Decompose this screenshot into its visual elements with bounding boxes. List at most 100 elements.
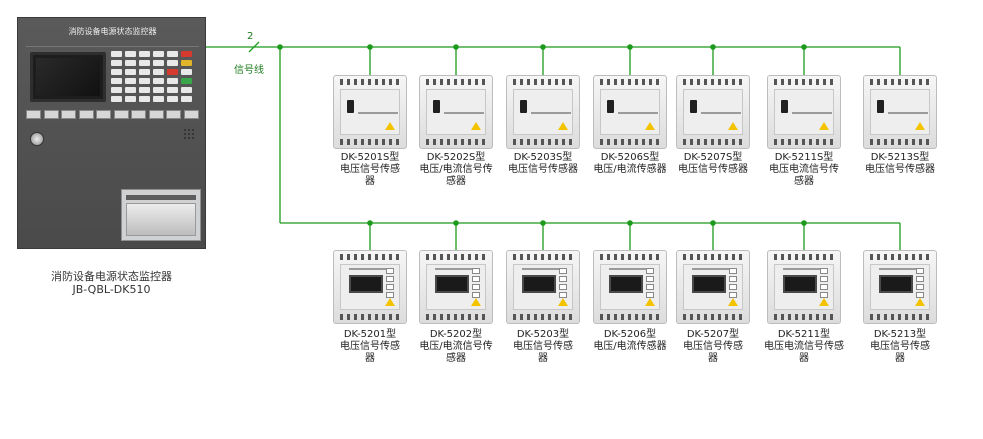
device-button — [386, 276, 394, 282]
status-indicator — [166, 110, 181, 119]
warning-icon — [819, 122, 829, 130]
keypad-key — [125, 60, 136, 66]
keypad-key — [153, 78, 164, 84]
sensor-module-top — [593, 75, 667, 149]
device-desc-line1: 电压信号传感器 — [663, 164, 763, 176]
warning-icon — [728, 298, 738, 306]
keypad-key — [181, 87, 192, 93]
status-indicator — [149, 110, 164, 119]
key-lock-icon — [30, 132, 44, 146]
device-button — [559, 268, 567, 274]
device-model: DK-5213S型 — [850, 152, 950, 164]
warning-icon — [915, 122, 925, 130]
power-switch-icon — [690, 100, 697, 113]
keypad-key — [125, 69, 136, 75]
device-button — [646, 284, 654, 290]
keypad-key — [111, 96, 122, 102]
device-label: DK-5211型电压电流信号传感器 — [754, 329, 854, 365]
keypad-key — [125, 96, 136, 102]
device-button — [559, 284, 567, 290]
sensor-module-top — [863, 75, 937, 149]
bus-label: 信号线 — [234, 61, 264, 76]
sensor-module-bottom — [676, 250, 750, 324]
keypad-key — [111, 69, 122, 75]
sensor-module-bottom — [333, 250, 407, 324]
device-desc-line2: 器 — [850, 353, 950, 365]
device-label: DK-5213S型电压信号传感器 — [850, 152, 950, 176]
device-button — [646, 276, 654, 282]
panel-keypad — [111, 51, 199, 106]
bus-junction-dot — [367, 220, 373, 226]
power-switch-icon — [520, 100, 527, 113]
power-switch-icon — [347, 100, 354, 113]
device-button — [472, 284, 480, 290]
sensor-module-top — [676, 75, 750, 149]
status-indicator — [96, 110, 111, 119]
power-switch-icon — [877, 100, 884, 113]
device-desc-line1: 电压/电流信号传 — [406, 341, 506, 353]
device-desc-line1: 电压电流信号传 — [754, 164, 854, 176]
device-desc-line1: 电压信号传感器 — [493, 164, 593, 176]
bus-junction-dot — [453, 220, 459, 226]
device-label: DK-5201S型电压信号传感器 — [320, 152, 420, 188]
warning-icon — [471, 122, 481, 130]
keypad-key — [139, 60, 150, 66]
warning-icon — [645, 122, 655, 130]
device-button — [386, 268, 394, 274]
device-label: DK-5203型电压信号传感器 — [493, 329, 593, 365]
keypad-key — [167, 78, 178, 84]
device-button — [916, 268, 924, 274]
status-indicator — [184, 110, 199, 119]
warning-icon — [645, 298, 655, 306]
warning-icon — [558, 298, 568, 306]
keypad-key — [181, 69, 192, 75]
device-model: DK-5203S型 — [493, 152, 593, 164]
controller-model: JB-QBL-DK510 — [17, 283, 206, 296]
device-lcd — [783, 275, 817, 293]
keypad-key — [111, 60, 122, 66]
keypad-key — [139, 78, 150, 84]
sensor-module-bottom — [863, 250, 937, 324]
keypad-key — [139, 69, 150, 75]
device-desc-line1: 电压电流信号传感 — [754, 341, 854, 353]
device-button — [729, 276, 737, 282]
keypad-key — [181, 96, 192, 102]
status-indicator — [131, 110, 146, 119]
printer-cover — [126, 203, 196, 236]
speaker-grille-icon — [184, 129, 194, 139]
device-label: DK-5202型电压/电流信号传感器 — [406, 329, 506, 365]
warning-icon — [385, 298, 395, 306]
bus-junction-dot — [801, 44, 807, 50]
device-desc-line2: 器 — [493, 353, 593, 365]
bus-junction-dot — [540, 220, 546, 226]
keypad-key — [181, 60, 192, 66]
device-button — [559, 276, 567, 282]
device-model: DK-5213型 — [850, 329, 950, 341]
bus-junction-dot — [453, 44, 459, 50]
device-desc-line2: 感器 — [754, 176, 854, 188]
power-switch-icon — [433, 100, 440, 113]
sensor-module-bottom — [506, 250, 580, 324]
device-button — [646, 268, 654, 274]
device-label: DK-5207型电压信号传感器 — [663, 329, 763, 365]
device-button — [472, 276, 480, 282]
sensor-module-top — [767, 75, 841, 149]
device-desc-line1: 电压信号传感 — [663, 341, 763, 353]
device-desc-line2: 感器 — [406, 176, 506, 188]
keypad-key — [139, 51, 150, 57]
keypad-key — [125, 87, 136, 93]
device-button — [820, 284, 828, 290]
device-button — [386, 284, 394, 290]
keypad-key — [125, 51, 136, 57]
device-model: DK-5207S型 — [663, 152, 763, 164]
device-desc-line1: 电压信号传感 — [850, 341, 950, 353]
warning-icon — [385, 122, 395, 130]
device-label: DK-5213型电压信号传感器 — [850, 329, 950, 365]
keypad-key — [167, 69, 178, 75]
panel-title: 消防设备电源状态监控器 — [18, 26, 207, 37]
controller-name: 消防设备电源状态监控器 — [17, 270, 206, 283]
monitor-controller-panel: 消防设备电源状态监控器 — [17, 17, 206, 249]
device-model: DK-5203型 — [493, 329, 593, 341]
sensor-module-top — [506, 75, 580, 149]
bus-junction-dot — [540, 44, 546, 50]
